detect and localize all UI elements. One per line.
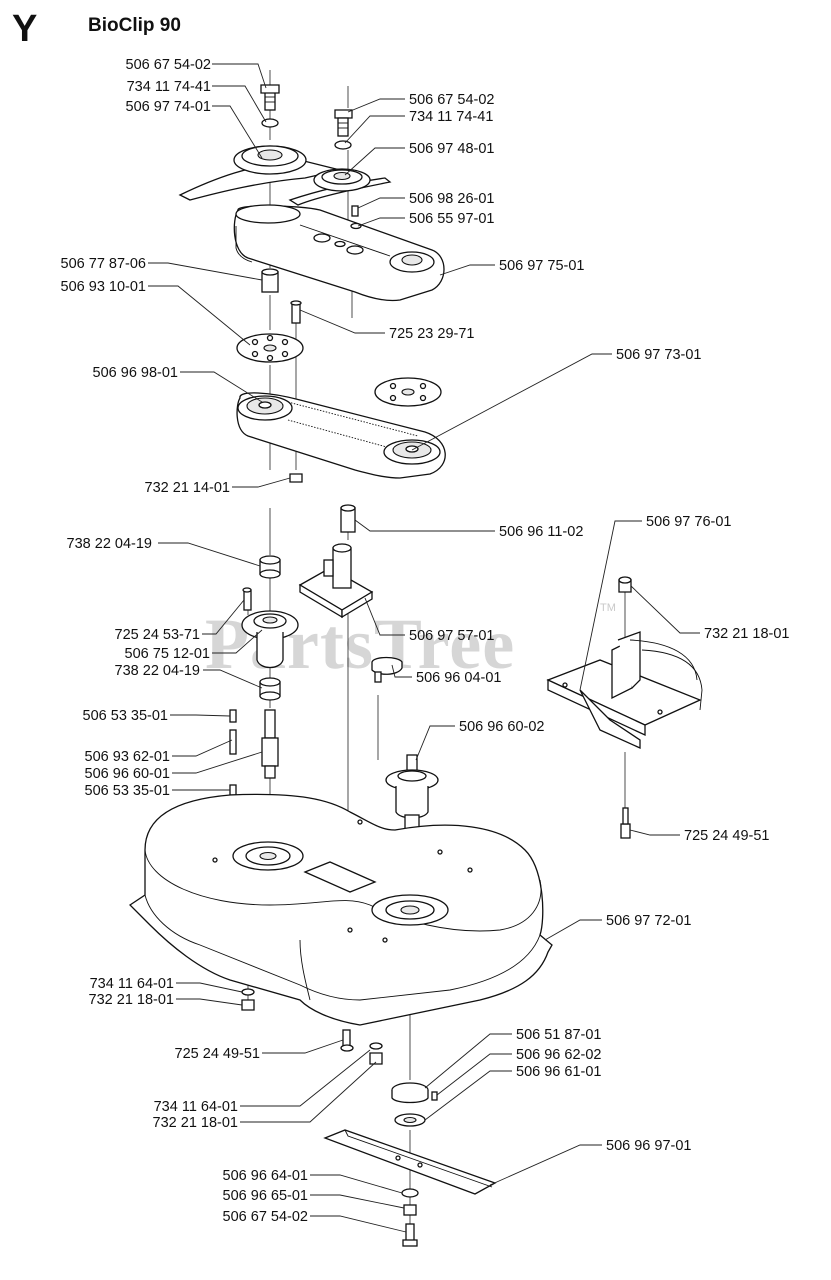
label-506-75-12-01: 506 75 12-01 [125,646,210,662]
plate-right-upper [374,377,442,407]
washer-nut-under-deck [369,1042,383,1065]
label-506-96-04-01: 506 96 04-01 [416,670,501,686]
top-pulleys-belt [178,145,392,206]
bolt-top-left [260,84,280,128]
label-506-96-97-01: 506 96 97-01 [606,1138,691,1154]
small-screw-washer [350,205,362,230]
label-506-96-98-01: 506 96 98-01 [93,365,178,381]
label-506-96-64-01: 506 96 64-01 [223,1168,308,1184]
label-732-21-18-01-a: 732 21 18-01 [704,626,789,642]
label-506-97-75-01: 506 97 75-01 [499,258,584,274]
label-506-97-48-01: 506 97 48-01 [409,141,494,157]
label-738-22-04-19-a: 738 22 04-19 [67,536,152,552]
label-506-67-54-02-b: 506 67 54-02 [409,92,494,108]
bolt-725-24-49-lower [340,1029,354,1052]
label-506-96-11-02: 506 96 11-02 [499,524,583,540]
label-506-97-76-01: 506 97 76-01 [646,514,731,530]
bolt-top-right [334,109,353,150]
leader-lines [148,63,700,1233]
label-725-24-49-51-a: 725 24 49-51 [684,828,769,844]
bearing-upper-738 [259,555,281,579]
label-506-96-62-02: 506 96 62-02 [516,1047,601,1063]
shaft-506-96-60 [261,709,279,779]
label-506-55-97-01: 506 55 97-01 [409,211,494,227]
label-506-96-65-01: 506 96 65-01 [223,1188,308,1204]
label-506-97-72-01: 506 97 72-01 [606,913,691,929]
bolt-725-23-29 [290,300,302,324]
label-734-11-64-01-b: 734 11 64-01 [154,1099,238,1115]
label-506-67-54-02-a: 506 67 54-02 [126,57,211,73]
nut-732-21-18-upper [618,576,632,593]
label-734-11-74-41-a: 734 11 74-41 [127,79,211,95]
bearing-lower-738 [259,677,281,701]
label-506-53-35-01-b: 506 53 35-01 [85,783,170,799]
keys-pins [229,709,237,796]
nut-732-21-14 [289,473,303,483]
label-506-51-87-01: 506 51 87-01 [516,1027,601,1043]
label-732-21-14-01: 732 21 14-01 [145,480,230,496]
gear-belt-assembly [236,392,446,479]
label-734-11-64-01-a: 734 11 64-01 [90,976,174,992]
section-letter: Y [12,8,38,50]
bushing-upper [261,268,279,293]
label-725-24-49-51-b: 725 24 49-51 [175,1046,260,1062]
label-725-24-53-71: 725 24 53-71 [115,627,200,643]
washer-nut-lower-left [241,988,255,1011]
spindle-right [385,754,439,830]
mower-deck [128,793,553,1026]
label-506-97-73-01: 506 97 73-01 [616,347,701,363]
label-506-96-61-01: 506 96 61-01 [516,1064,601,1080]
idler-arm [371,656,403,683]
part-labels: 506 67 54-02 734 11 74-41 506 97 74-01 5… [61,57,790,1225]
label-732-21-18-01-b: 732 21 18-01 [89,992,174,1008]
label-734-11-74-41-b: 734 11 74-41 [409,109,493,125]
label-732-21-18-01-c: 732 21 18-01 [153,1115,238,1131]
label-506-96-60-01: 506 96 60-01 [85,766,170,782]
blade-hub-stack [391,1082,438,1127]
label-725-23-29-71: 725 23 29-71 [389,326,474,342]
watermark-tm: TM [600,602,616,614]
label-738-22-04-19-b: 738 22 04-19 [115,663,200,679]
label-506-98-26-01: 506 98 26-01 [409,191,494,207]
belt-cover [233,204,445,302]
hub-506-75-12 [241,610,299,669]
bolt-725-24-53 [242,587,252,611]
label-506-93-10-01: 506 93 10-01 [61,279,146,295]
label-506-67-54-02-c: 506 67 54-02 [223,1209,308,1225]
label-506-77-87-06: 506 77 87-06 [61,256,146,272]
bolt-725-24-49-right [620,807,631,839]
plate-506-93-10 [236,333,304,363]
label-506-53-35-01-a: 506 53 35-01 [83,708,168,724]
label-506-96-60-02: 506 96 60-02 [459,719,544,735]
bracket-506-97-76 [546,631,703,750]
label-506-93-62-01: 506 93 62-01 [85,749,170,765]
spacer-506-96-11 [340,504,356,533]
label-506-97-74-01: 506 97 74-01 [126,99,211,115]
model-title: BioClip 90 [88,15,181,36]
label-506-97-57-01: 506 97 57-01 [409,628,494,644]
bracket-506-97-57 [298,543,374,619]
